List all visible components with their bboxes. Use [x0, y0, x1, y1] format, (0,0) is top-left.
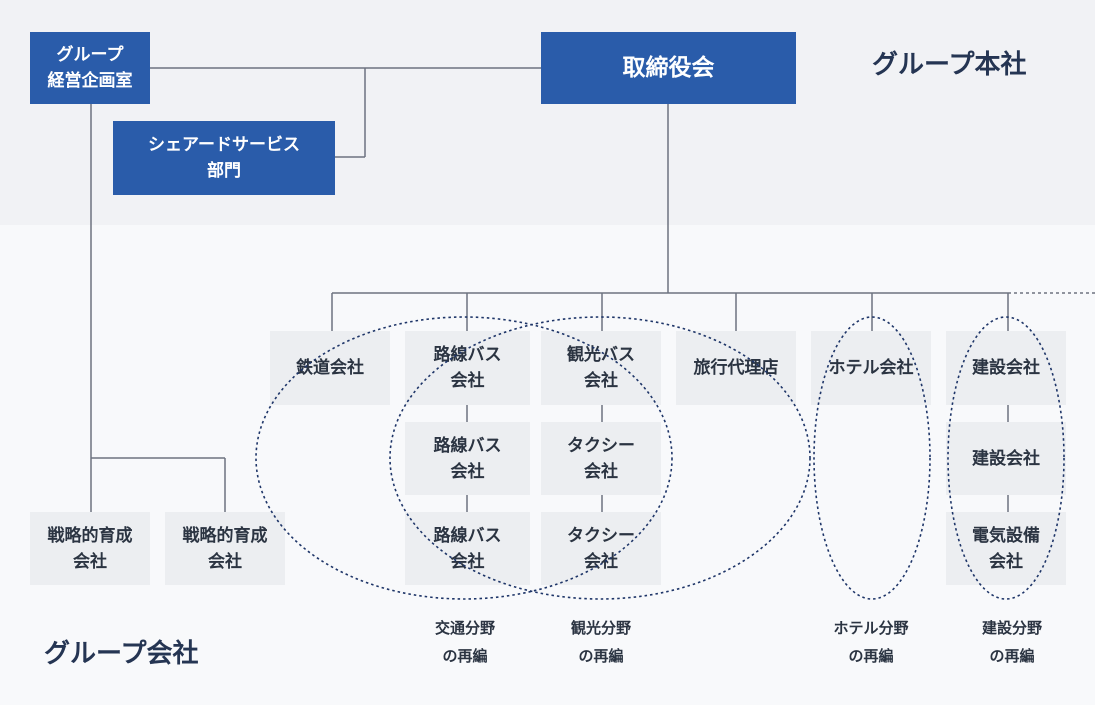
group-companies-label: グループ会社	[44, 639, 199, 669]
tour-bus-company-box: 観光バス 会社	[541, 331, 661, 405]
strategic-company-box: 戦略的育成 会社	[165, 512, 285, 585]
transport-caption: 交通分野 の再編	[434, 619, 495, 665]
group-planning-box: グループ 経営企画室	[30, 32, 150, 104]
bus-company-box: 路線バス 会社	[405, 512, 530, 585]
hq-label: グループ本社	[872, 50, 1027, 80]
bus-company-box: 路線バス 会社	[405, 331, 530, 405]
construction-company-box: 建設会社	[946, 422, 1066, 495]
construction-company-box: 建設会社	[946, 331, 1066, 405]
shared-services-box: シェアードサービス 部門	[113, 121, 335, 195]
hotel-company-box: ホテル会社	[811, 331, 931, 405]
travel-agency-box: 旅行代理店	[676, 331, 796, 405]
taxi-company-box: タクシー 会社	[541, 422, 661, 495]
strategic-company-box: 戦略的育成 会社	[30, 512, 150, 585]
bus-company-box: 路線バス 会社	[405, 422, 530, 495]
construction-caption: 建設分野 の再編	[981, 619, 1042, 665]
taxi-company-box: タクシー 会社	[541, 512, 661, 585]
electrical-company-box: 電気設備 会社	[946, 512, 1066, 585]
hotel-caption: ホテル分野 の再編	[833, 619, 909, 665]
rail-company-box: 鉄道会社	[270, 331, 390, 405]
board-of-directors-box: 取締役会	[541, 32, 796, 104]
tourism-caption: 観光分野 の再編	[570, 619, 631, 665]
